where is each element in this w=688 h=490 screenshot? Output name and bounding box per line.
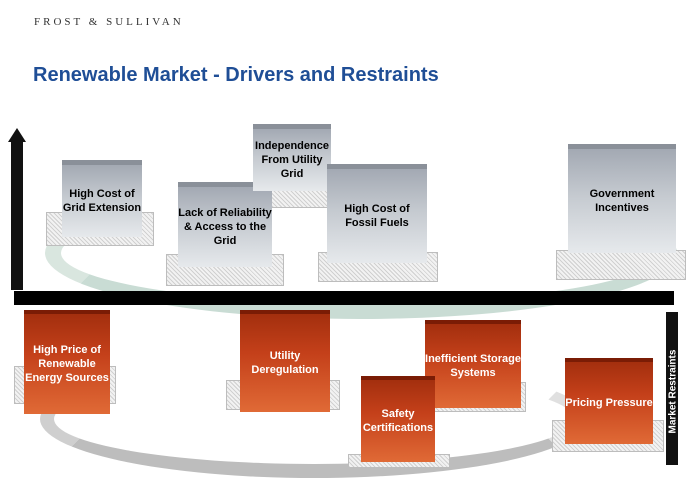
- restraint-box-pricing-pressure: Pricing Pressure: [565, 358, 653, 444]
- restraint-box-utility-deregulation: Utility Deregulation: [240, 310, 330, 412]
- restraint-label: High Price of Renewable Energy Sources: [25, 344, 109, 384]
- driver-label: High Cost of Grid Extension: [62, 188, 142, 214]
- restraint-label: Safety Certifications: [362, 408, 434, 434]
- driver-label: High Cost of Fossil Fuels: [344, 203, 410, 229]
- restraint-label: Utility Deregulation: [251, 350, 319, 376]
- brand-logo: FROST & SULLIVAN: [34, 16, 184, 28]
- market-restraints-label: Market Restraints: [667, 349, 679, 434]
- restraints-axis-bar: [666, 312, 678, 465]
- driver-label: Independence From Utility Grid: [255, 140, 329, 180]
- drivers-axis-bar: [11, 142, 23, 290]
- restraint-label: Inefficient Storage Systems: [425, 353, 521, 379]
- restraint-label: Pricing Pressure: [565, 397, 653, 409]
- restraint-box-storage-systems: Inefficient Storage Systems: [425, 320, 521, 408]
- driver-pedestal: [556, 250, 686, 280]
- driver-box-grid-extension: High Cost of Grid Extension: [62, 160, 142, 237]
- restraint-box-safety-certifications: Safety Certifications: [361, 376, 435, 462]
- driver-box-independence: Independence From Utility Grid: [253, 124, 331, 191]
- restraint-box-high-price: High Price of Renewable Energy Sources: [24, 310, 110, 414]
- slide-title: Renewable Market - Drivers and Restraint…: [33, 64, 439, 86]
- driver-box-reliability: Lack of Reliability & Access to the Grid: [178, 182, 272, 267]
- market-drivers-label: Market Drivers: [0, 176, 12, 247]
- driver-box-government-incentives: Government Incentives: [568, 144, 676, 253]
- driver-label: Government Incentives: [589, 188, 655, 214]
- driver-box-fossil-fuels: High Cost of Fossil Fuels: [327, 164, 427, 263]
- drivers-axis-arrowhead: [8, 128, 26, 142]
- center-divider-band: [14, 291, 674, 305]
- driver-label: Lack of Reliability & Access to the Grid: [178, 207, 272, 247]
